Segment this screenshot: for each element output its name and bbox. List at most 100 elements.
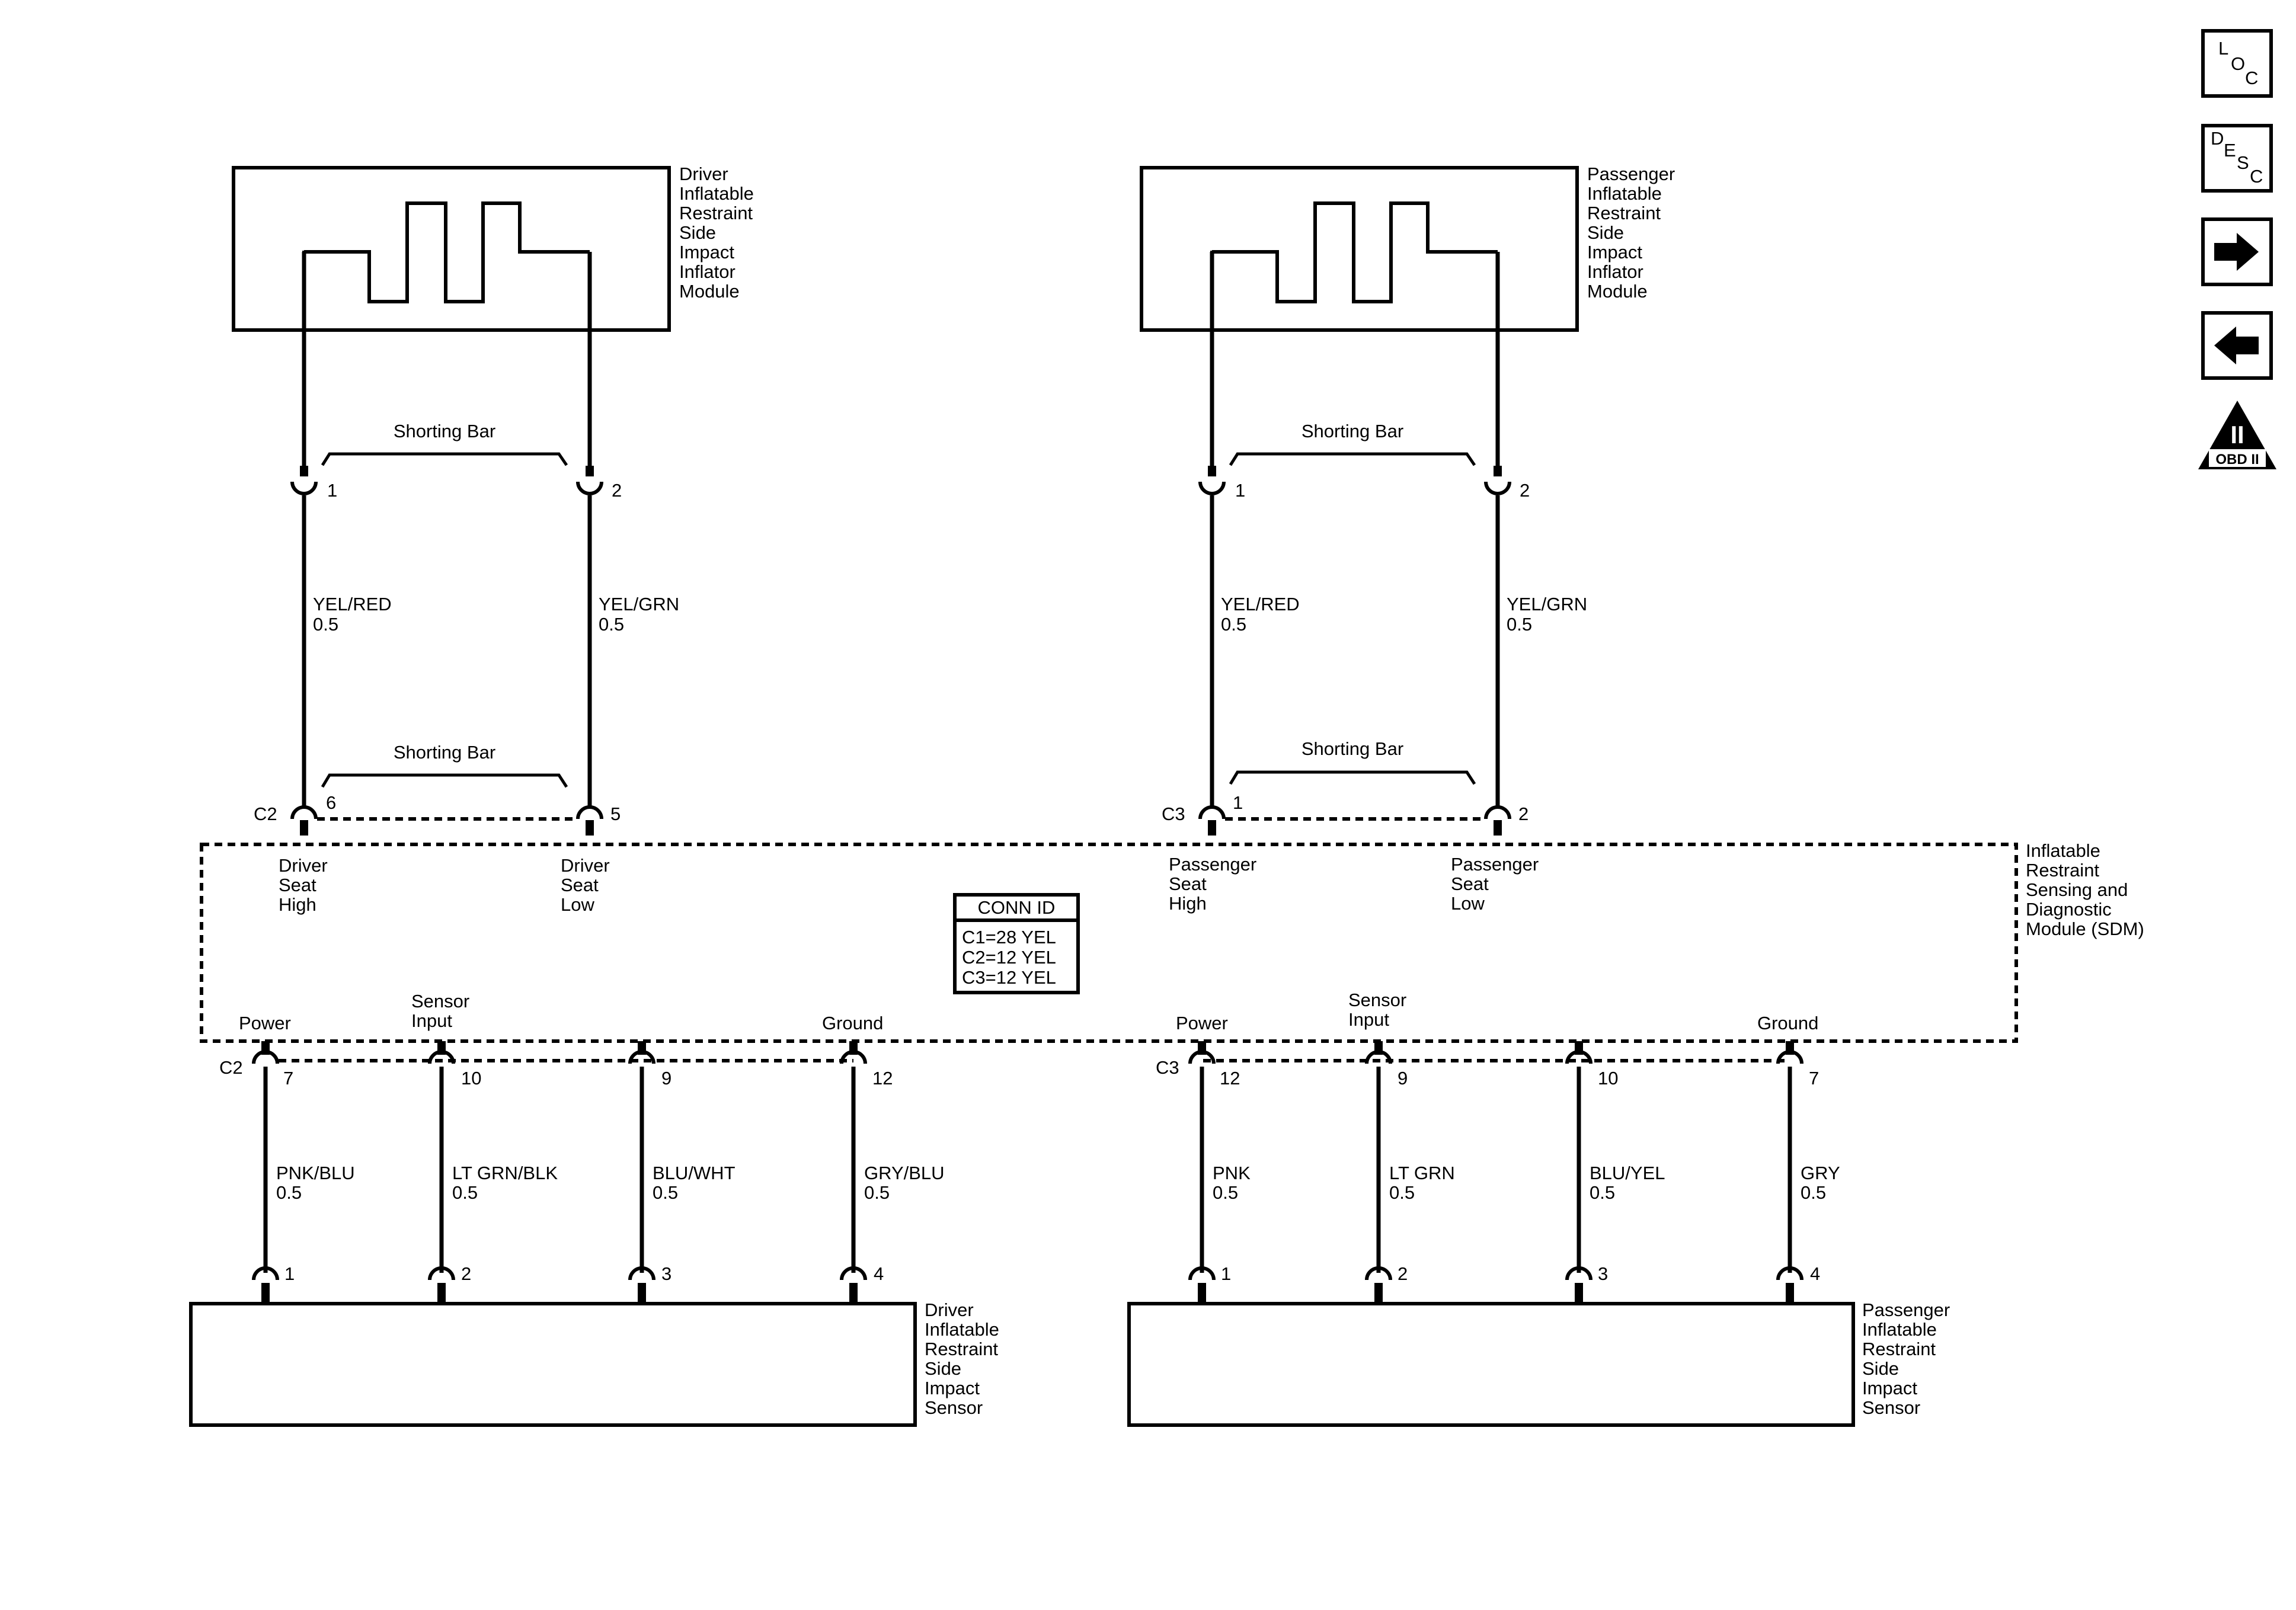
svg-text:2: 2 [1520, 480, 1530, 501]
upper-shorting-bars: Shorting Bar Shorting Bar [321, 421, 1476, 466]
svg-text:1: 1 [1235, 480, 1245, 501]
obd-ii-button[interactable]: II OBD II [2198, 401, 2276, 469]
passenger-sensor-pin-1: 1 [1188, 1263, 1231, 1302]
svg-text:1: 1 [1233, 792, 1243, 813]
sdm-label: Inflatable Restraint Sensing and Diagnos… [2026, 840, 2144, 939]
svg-text:C: C [2245, 68, 2258, 88]
passenger-sensor-pin-4: 4 [1776, 1263, 1820, 1302]
driver-sensor-pin-1: 1 [252, 1263, 295, 1302]
wire-label-driver-left: YEL/RED 0.5 [313, 594, 396, 635]
passenger-sensor-pin-2: 2 [1365, 1263, 1408, 1302]
driver-sensor-label: Driver Inflatable Restraint Side Impact … [925, 1299, 1004, 1418]
svg-text:3: 3 [661, 1263, 671, 1284]
lower-wire-labels: PNK/BLU 0.5 LT GRN/BLK 0.5 BLU/WHT 0.5 G… [276, 1163, 1845, 1203]
passenger-upper-pin-1: 1 [1198, 466, 1245, 501]
svg-text:4: 4 [874, 1263, 884, 1284]
svg-text:L: L [2218, 38, 2228, 59]
upper-wires [302, 252, 1500, 806]
passenger-inflator-label: Passenger Inflatable Restraint Side Impa… [1587, 164, 1680, 302]
wire-label-passenger-left: YEL/RED 0.5 [1221, 594, 1304, 635]
passenger-upper-pin-2: 2 [1484, 466, 1530, 501]
svg-text:5: 5 [610, 804, 621, 824]
sdm-passenger-sensor-input-label: Sensor Input [1348, 990, 1412, 1030]
sdm-c3-pin-2 [1484, 805, 1511, 820]
svg-text:E: E [2224, 140, 2236, 161]
passenger-side-impact-sensor: Passenger Inflatable Restraint Side Impa… [1127, 1299, 1955, 1427]
sdm-c3-pin-10: 10 [1565, 1041, 1618, 1089]
svg-text:2: 2 [612, 480, 622, 501]
wire-label-gry-blu: GRY/BLU 0.5 [864, 1163, 949, 1203]
svg-text:3: 3 [1598, 1263, 1608, 1284]
sdm-c2-pin-6 [290, 805, 318, 820]
sdm-passenger-seat-low: Passenger Seat Low [1451, 854, 1544, 914]
svg-text:4: 4 [1810, 1263, 1820, 1284]
svg-text:2: 2 [461, 1263, 471, 1284]
sdm-driver-seat-high: Driver Seat High [279, 855, 332, 915]
driver-sensor-pin-2: 2 [428, 1263, 471, 1302]
sdm-bottom-c3-label: C3 [1156, 1057, 1179, 1078]
conn-id-table: CONN ID C1=28 YEL C2=12 YEL C3=12 YEL [953, 893, 1080, 994]
svg-text:OBD II: OBD II [2215, 452, 2259, 468]
sdm-bottom-connectors: C2 7 10 9 12 C3 12 [219, 1041, 1819, 1089]
wire-label-gry: GRY 0.5 [1801, 1163, 1845, 1203]
desc-button[interactable]: D E S C [2201, 124, 2273, 193]
svg-text:7: 7 [1809, 1068, 1819, 1089]
sdm-c2-pin-12: 12 [840, 1041, 893, 1089]
sdm-c2-connector-label: C2 [254, 804, 277, 824]
sdm-c3-pin-9: 9 [1365, 1041, 1408, 1089]
sdm-top-connectors: Shorting Bar C2 6 5 Shorting Bar C3 1 2 [254, 738, 1528, 836]
sdm-passenger-seat-high: Passenger Seat High [1169, 854, 1262, 914]
svg-text:D: D [2211, 128, 2224, 149]
svg-text:II: II [2230, 421, 2244, 449]
svg-text:10: 10 [1598, 1068, 1618, 1089]
driver-inflator-label: Driver Inflatable Restraint Side Impact … [679, 164, 759, 302]
sdm-c3-pin-7: 7 [1776, 1041, 1819, 1089]
arrow-right-icon [2214, 233, 2259, 271]
svg-text:2: 2 [1398, 1263, 1408, 1284]
sdm-c2-pin-9: 9 [628, 1041, 671, 1089]
sdm-c3-pin-1 [1198, 805, 1226, 820]
passenger-inflator-module: Passenger Inflatable Restraint Side Impa… [1140, 164, 1680, 332]
driver-upper-pin-1: 1 [290, 466, 337, 501]
svg-text:9: 9 [661, 1068, 671, 1089]
svg-text:2: 2 [1518, 804, 1528, 824]
arrow-left-icon [2214, 327, 2259, 364]
wire-label-blu-wht: BLU/WHT 0.5 [653, 1163, 740, 1203]
driver-upper-pin-2: 2 [576, 466, 622, 501]
svg-text:6: 6 [326, 792, 336, 813]
wire-label-pnk: PNK 0.5 [1213, 1163, 1255, 1203]
wire-label-pnk-blu: PNK/BLU 0.5 [276, 1163, 360, 1203]
upper-wire-labels: YEL/RED 0.5 YEL/GRN 0.5 YEL/RED 0.5 YEL/… [313, 594, 1593, 635]
svg-text:C: C [2250, 166, 2263, 187]
lower-wires [263, 1067, 1792, 1273]
sdm-c2-pin-10: 10 [428, 1041, 481, 1089]
shorting-bar-label-driver-upper: Shorting Bar [394, 421, 495, 441]
upper-connector-pins: 1 2 1 2 [290, 466, 1530, 501]
wire-label-passenger-right: YEL/GRN 0.5 [1507, 594, 1593, 635]
shorting-bar-label-driver-lower: Shorting Bar [394, 742, 495, 763]
wire-label-lt-grn: LT GRN 0.5 [1389, 1163, 1460, 1203]
conn-id-title: CONN ID [978, 897, 1056, 918]
sdm-c2-pin-7: 7 [252, 1041, 293, 1089]
svg-text:10: 10 [461, 1068, 481, 1089]
sensor-connector-pins: 1 2 3 4 1 2 3 4 [252, 1263, 1820, 1302]
svg-text:O: O [2231, 53, 2245, 74]
driver-sensor-pin-4: 4 [840, 1263, 884, 1302]
shorting-bar-label-passenger-upper: Shorting Bar [1302, 421, 1403, 441]
passenger-sensor-pin-3: 3 [1565, 1263, 1608, 1302]
loc-button[interactable]: L O C [2201, 29, 2273, 98]
sdm-driver-sensor-input-label: Sensor Input [411, 991, 475, 1031]
sdm-bottom-c2-label: C2 [219, 1057, 243, 1078]
next-page-button[interactable] [2201, 217, 2273, 286]
wire-label-lt-grn-blk: LT GRN/BLK 0.5 [452, 1163, 563, 1203]
passenger-sensor-label: Passenger Inflatable Restraint Side Impa… [1862, 1299, 1955, 1418]
svg-text:1: 1 [327, 480, 337, 501]
svg-text:1: 1 [1221, 1263, 1231, 1284]
prev-page-button[interactable] [2201, 311, 2273, 380]
svg-text:12: 12 [872, 1068, 893, 1089]
wire-label-blu-yel: BLU/YEL 0.5 [1590, 1163, 1670, 1203]
svg-text:S: S [2237, 152, 2249, 173]
svg-text:7: 7 [283, 1068, 293, 1089]
svg-text:9: 9 [1398, 1068, 1408, 1089]
